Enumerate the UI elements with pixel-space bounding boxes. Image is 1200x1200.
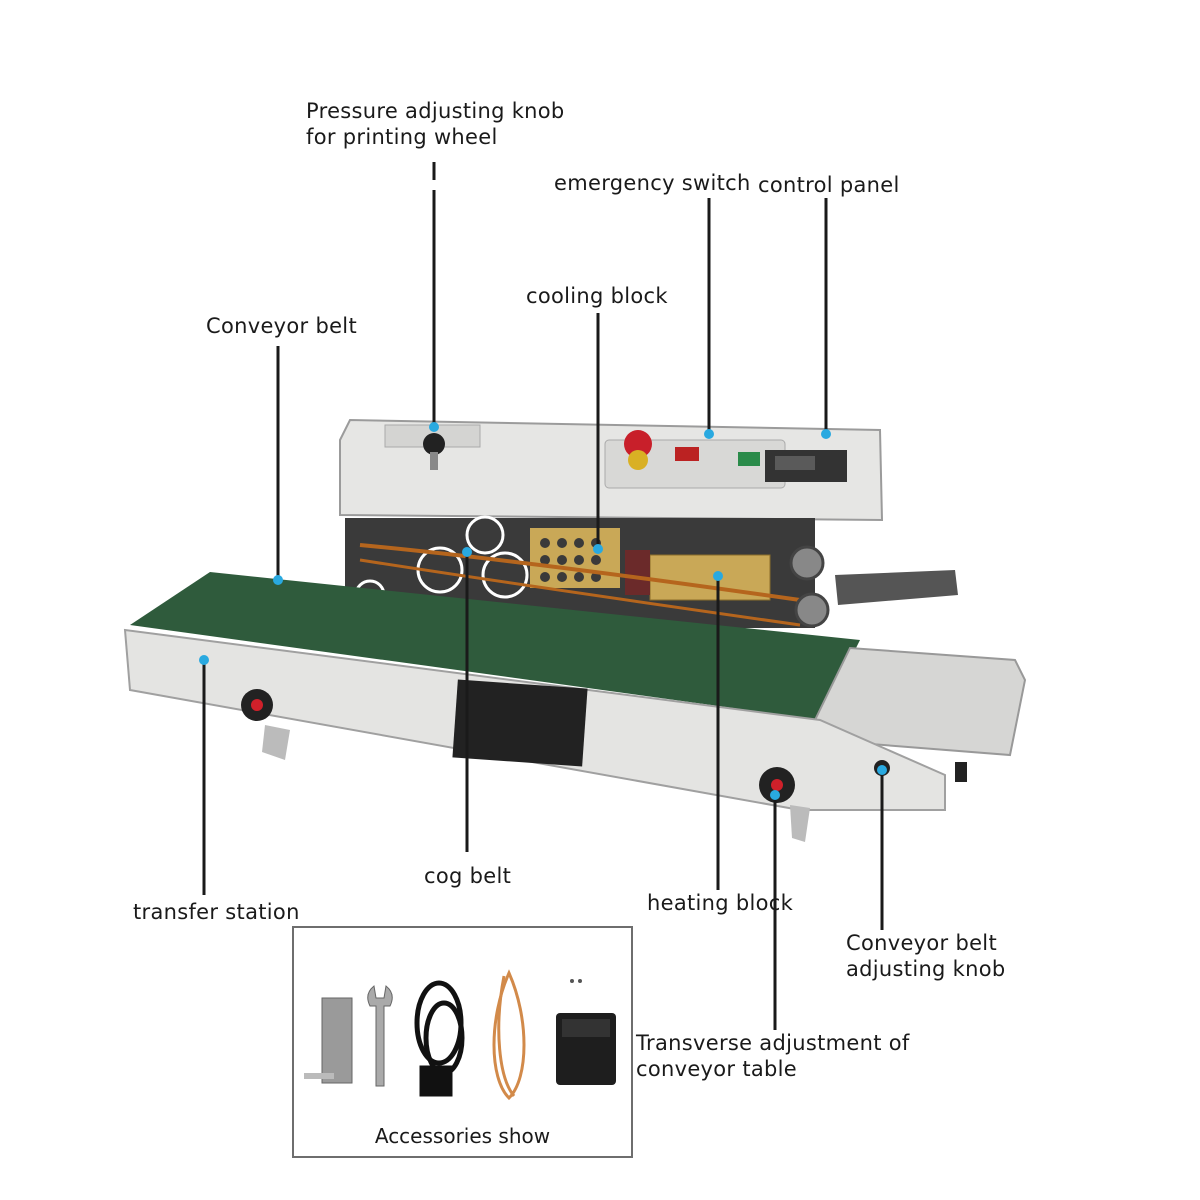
cog-belt-label: cog belt — [424, 864, 512, 888]
red-button-shape — [675, 447, 699, 461]
heating-block-label: heating block — [647, 891, 794, 915]
power-cord-icon — [414, 980, 465, 1097]
transfer-station-label: transfer station — [133, 900, 300, 924]
accessories-title: Accessories show — [374, 1124, 551, 1148]
emergency-switch-shape — [624, 430, 652, 458]
emergency-switch-label: emergency switch — [554, 171, 751, 195]
wrench-icon — [367, 985, 393, 1087]
control-panel-label: control panel — [758, 173, 900, 197]
conveyor-knob-label: Conveyor belt adjusting knob — [846, 931, 1006, 981]
foot-pedal-icon — [556, 979, 616, 1085]
cog-belt-spare — [492, 969, 526, 1101]
accessories-illustration — [304, 969, 616, 1101]
conveyor-belt-surface — [130, 572, 860, 720]
cooling-block-label: cooling block — [526, 284, 668, 308]
transverse-label: Transverse adjustment of conveyor table — [636, 1031, 910, 1081]
accessories-box: Accessories show — [292, 926, 633, 1158]
nameplate — [452, 679, 588, 767]
conveyor-belt-label: Conveyor belt — [206, 314, 357, 338]
spare-heating-strip — [304, 997, 353, 1084]
pressure-knob-shape — [423, 433, 445, 455]
leader-lines — [202, 162, 884, 1030]
output-guide — [835, 570, 958, 605]
callout-dots — [199, 422, 887, 800]
pressure-knob-label: Pressure adjusting knob for printing whe… — [306, 99, 565, 149]
cog-belt-shape — [359, 543, 801, 602]
green-button-shape — [738, 452, 760, 466]
